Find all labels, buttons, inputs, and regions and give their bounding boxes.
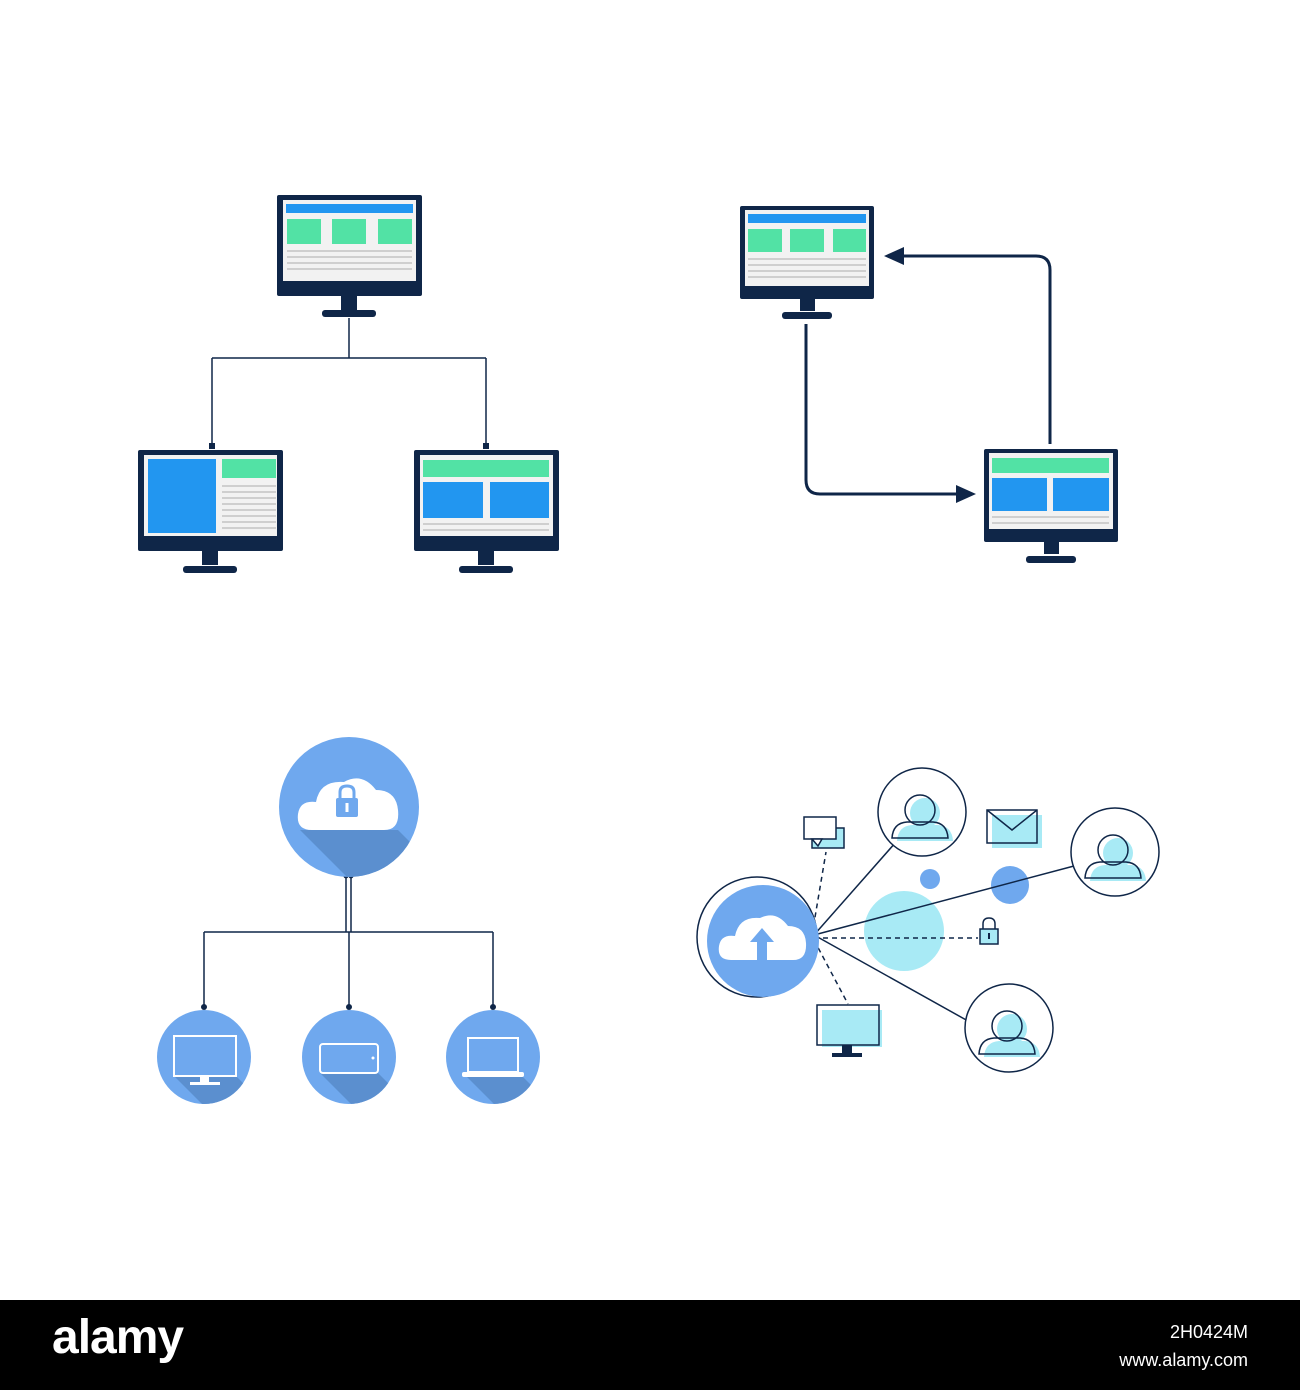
share-lines [813,841,1075,1022]
user-icon [877,767,967,857]
hierarchy-network-diagram [138,195,559,573]
cloud-lock-icon [279,737,419,877]
tablet-icon [302,1010,396,1104]
share-dashed-lines [811,851,978,1005]
lock-icon [979,917,999,945]
chat-icon [803,816,845,849]
cloud-share-diagram [696,767,1160,1073]
monitor-icon [138,450,283,573]
cloud-distribution-diagram [157,737,540,1104]
monitor-icon [816,1004,882,1057]
alamy-logo: alamy [52,1311,184,1364]
decor-bubble [991,866,1029,904]
arrow-icon [804,254,1052,496]
cloud-upload-icon [696,876,819,998]
monitor-icon [414,450,559,573]
laptop-icon [446,1010,540,1104]
sync-loop-diagram [740,206,1118,563]
decor-bubble [864,891,944,971]
desktop-icon [157,1010,251,1104]
user-icon [964,983,1054,1073]
user-icon [1070,807,1160,897]
site-url: www.alamy.com [1119,1350,1248,1370]
monitor-icon [984,449,1118,563]
mail-icon [986,809,1042,848]
arrow-head [884,247,904,265]
stock-footer: alamy 2H0424M www.alamy.com [0,1300,1300,1390]
connector-dot [209,443,215,449]
distribution-connector [203,876,494,1006]
decor-bubble [920,869,940,889]
monitor-icon [740,206,874,319]
arrow-head [956,485,976,503]
diagram-set [138,195,1160,1104]
monitor-icon [277,195,422,317]
illustration-canvas [138,195,1160,1104]
image-id: 2H0424M [1169,1322,1248,1342]
connector-dot [483,443,489,449]
hierarchy-connector [211,318,487,446]
image-credit: 2H0424M www.alamy.com [1119,1318,1248,1374]
